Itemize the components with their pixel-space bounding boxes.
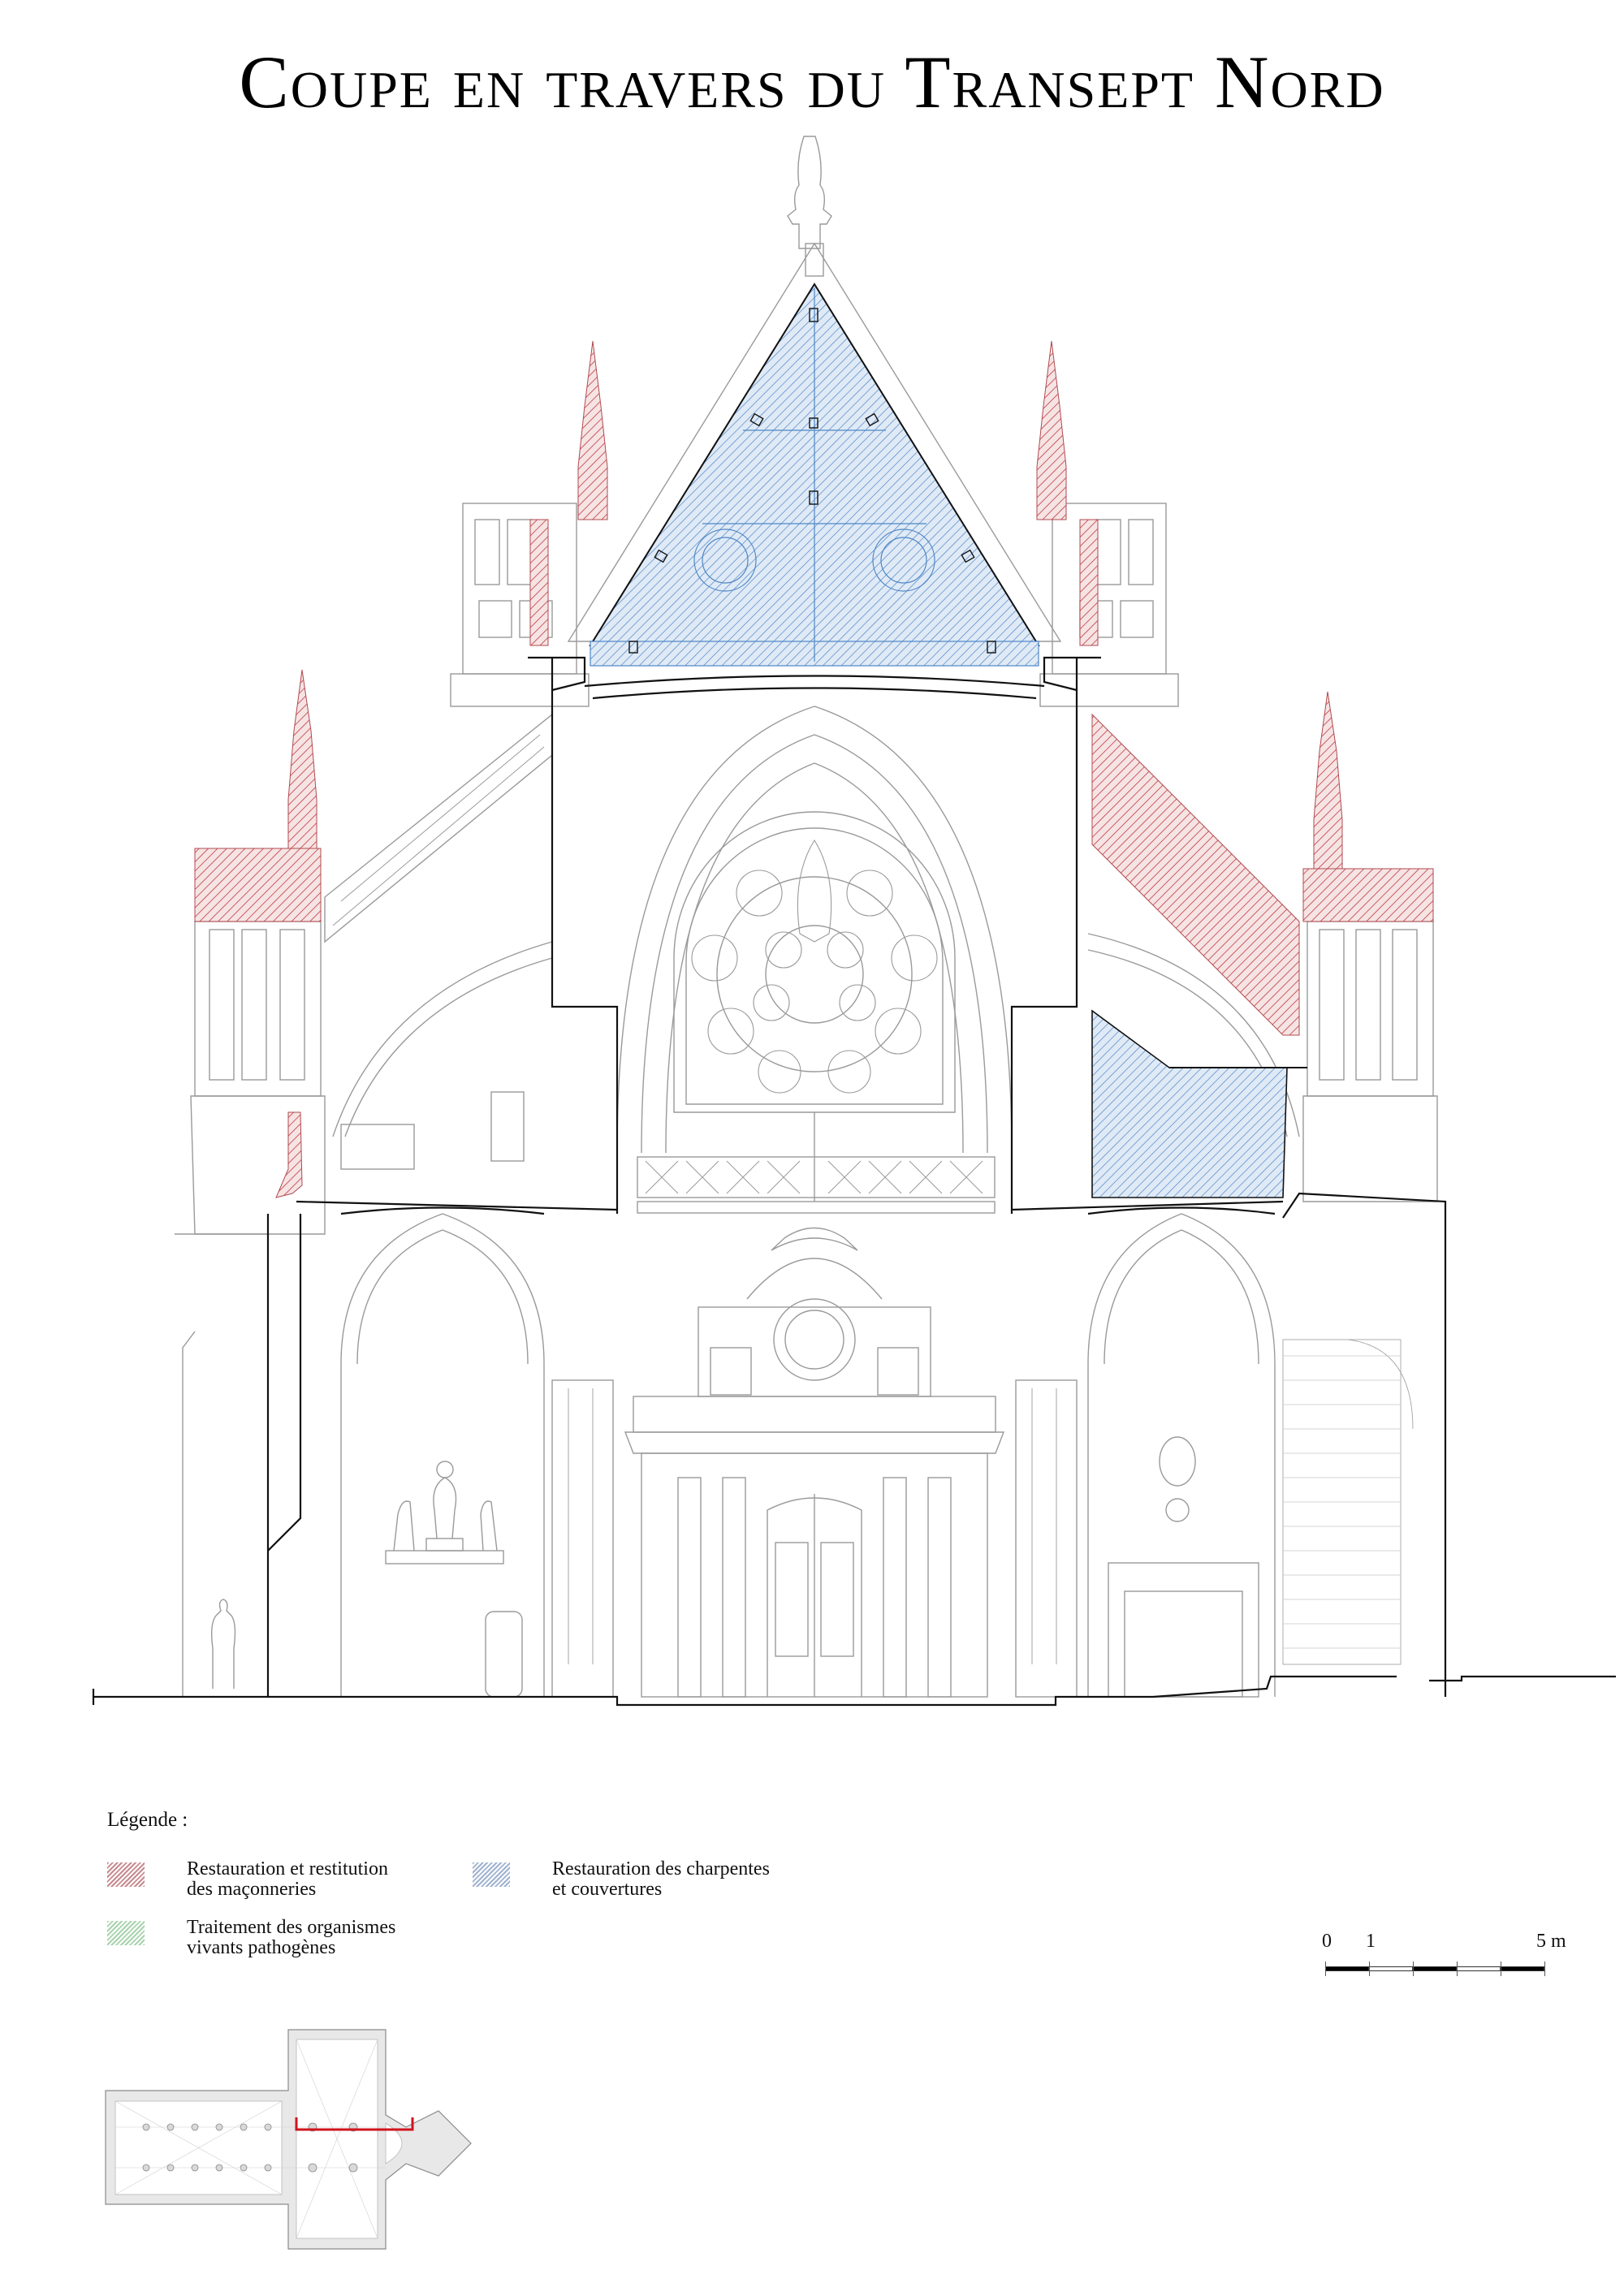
roof-structure-hatch [589,283,1040,667]
aisle-roof-hatch [1091,1009,1307,1198]
scale-tick [1413,1962,1414,1976]
legend-item-charpentes: Restauration des charpentes et couvertur… [473,1859,770,1900]
baroque-portal [624,1227,1005,1698]
legend-label-line1: Traitement des organismes [187,1917,396,1938]
rose-window [673,811,956,1202]
scale-segment [1413,1966,1457,1971]
blue-hatch-swatch [473,1862,510,1887]
scale-tick [1544,1962,1545,1976]
scale-segment [1325,1966,1369,1971]
scale-segment [1369,1966,1413,1971]
legend-label-line2: et couvertures [552,1879,663,1900]
scale-label-five: 5 m [1536,1931,1566,1952]
scale-tick [1369,1962,1370,1976]
human-figure [210,1599,236,1689]
location-plan [105,2029,472,2250]
scale-bar: 0 1 5 m [1315,1931,1575,1979]
legend-label-line1: Restauration et restitution [187,1858,388,1880]
scale-label-one: 1 [1366,1931,1376,1952]
drawing-title: Coupe en travers du Transept Nord [239,41,1385,123]
legend-label-line1: Restauration des charpentes [552,1858,770,1880]
angel-statue [787,136,832,277]
legend-label-line2: vivants pathogènes [187,1937,336,1958]
masonry-hatch [194,340,1434,1198]
green-hatch-swatch [107,1921,145,1945]
section-marker [295,2117,414,2131]
wall-relief [1108,1436,1259,1698]
legend-heading: Légende : [107,1809,188,1831]
legend-label-line2: des maçonneries [187,1879,317,1900]
legend-item-maconneries: Restauration et restitution des maçonner… [107,1859,388,1900]
scale-segment [1457,1966,1501,1971]
scale-tick [1325,1962,1326,1976]
scale-segment [1501,1966,1544,1971]
scale-tick [1457,1962,1458,1976]
legend-item-organismes: Traitement des organismes vivants pathog… [107,1918,395,1958]
sculpture-group [385,1461,504,1564]
red-hatch-swatch [107,1862,145,1887]
scale-label-zero: 0 [1322,1931,1332,1952]
